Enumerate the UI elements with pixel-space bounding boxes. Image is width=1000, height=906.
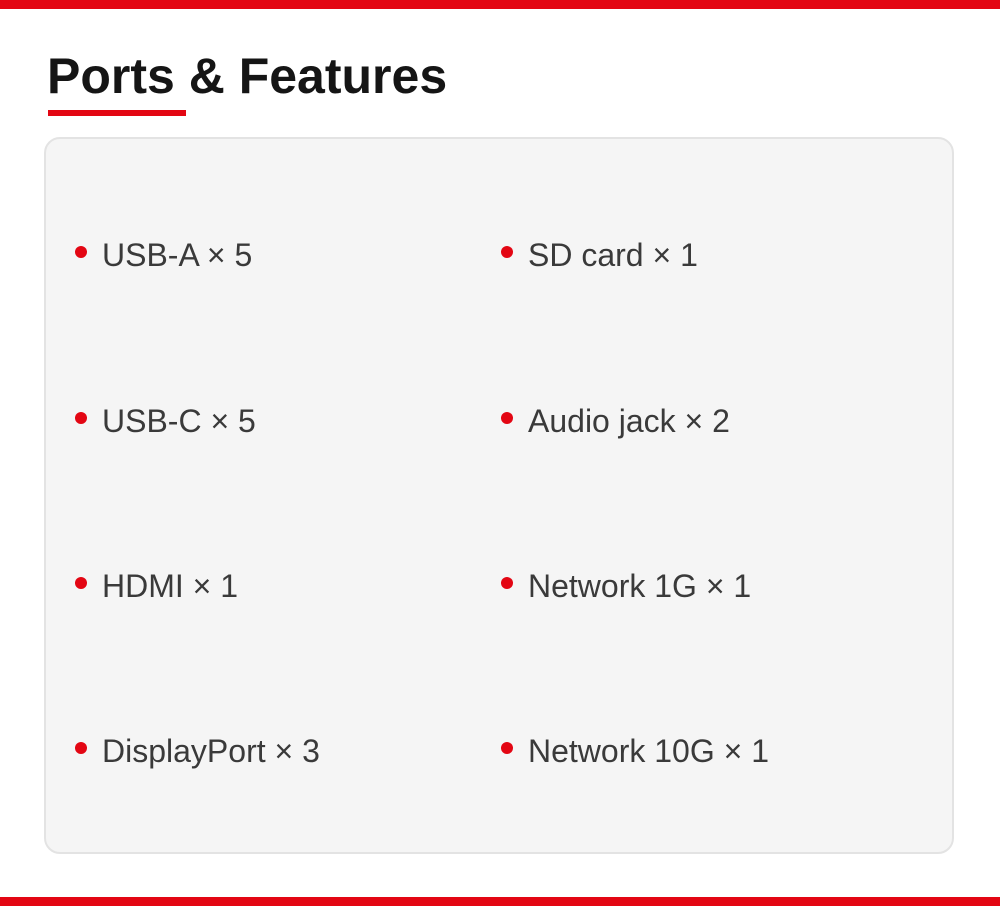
feature-item-displayport: DisplayPort × 3: [75, 731, 320, 771]
bullet-icon: [501, 412, 513, 424]
bullet-icon: [75, 742, 87, 754]
features-panel: USB-A × 5 SD card × 1 USB-C × 5 Audio ja…: [44, 137, 954, 854]
bottom-accent-bar: [0, 897, 1000, 906]
feature-label: HDMI × 1: [102, 568, 239, 604]
bullet-icon: [75, 577, 87, 589]
title-underline: [48, 110, 186, 116]
page-title: Ports & Features: [47, 48, 448, 104]
bullet-icon: [501, 577, 513, 589]
feature-item-audio-jack: Audio jack × 2: [501, 401, 730, 441]
feature-label: USB-A × 5: [102, 237, 253, 273]
bullet-icon: [501, 742, 513, 754]
feature-item-usb-a: USB-A × 5: [75, 235, 252, 275]
feature-item-network-1g: Network 1G × 1: [501, 566, 751, 606]
bullet-icon: [75, 246, 87, 258]
bullet-icon: [501, 246, 513, 258]
top-accent-bar: [0, 0, 1000, 9]
feature-label: Network 10G × 1: [528, 733, 769, 769]
feature-item-network-10g: Network 10G × 1: [501, 731, 769, 771]
feature-item-sd-card: SD card × 1: [501, 235, 698, 275]
feature-label: Audio jack × 2: [528, 403, 730, 439]
feature-label: SD card × 1: [528, 237, 698, 273]
bullet-icon: [75, 412, 87, 424]
feature-label: DisplayPort × 3: [102, 733, 320, 769]
feature-item-hdmi: HDMI × 1: [75, 566, 238, 606]
feature-label: Network 1G × 1: [528, 568, 752, 604]
feature-item-usb-c: USB-C × 5: [75, 401, 256, 441]
feature-label: USB-C × 5: [102, 403, 256, 439]
